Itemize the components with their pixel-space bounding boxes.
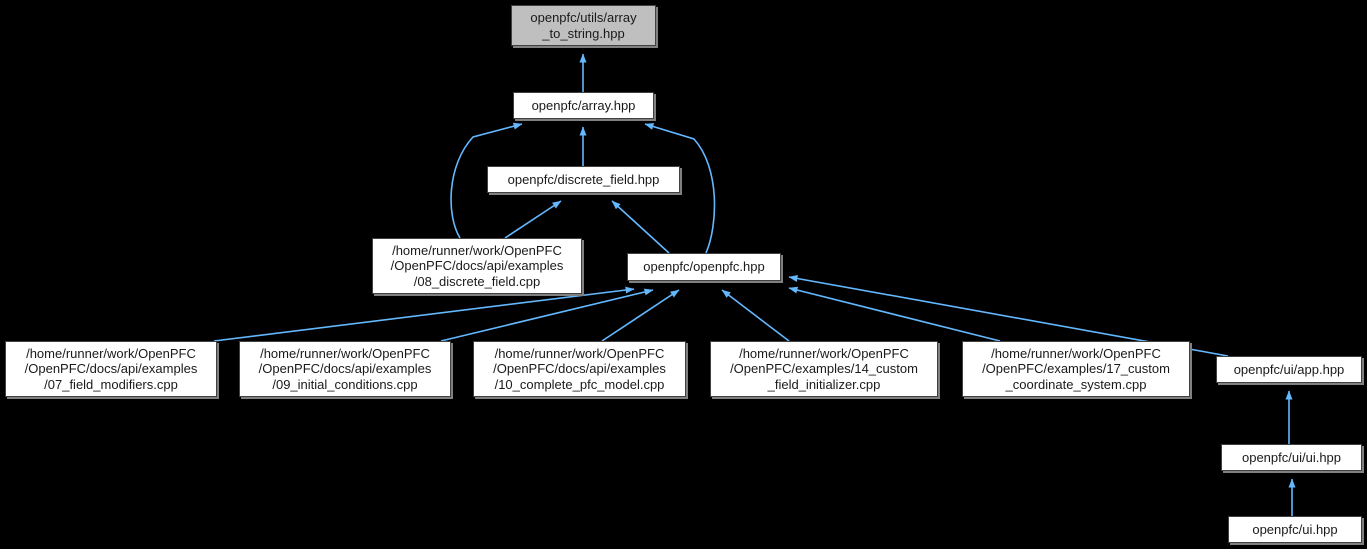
graph-node-openpfc[interactable]: openpfc/openpfc.hpp: [627, 253, 781, 281]
graph-node-label: openpfc/openpfc.hpp: [643, 259, 765, 275]
edge-openpfc-to-array: [644, 123, 716, 254]
graph-node-ex08[interactable]: /home/runner/work/OpenPFC /OpenPFC/docs/…: [372, 238, 582, 294]
edge-ex09-to-openpfc: [440, 288, 654, 342]
graph-node-ui_app[interactable]: openpfc/ui/app.hpp: [1216, 356, 1362, 383]
graph-node-ex10[interactable]: /home/runner/work/OpenPFC /OpenPFC/docs/…: [473, 341, 686, 397]
graph-node-discrete_field[interactable]: openpfc/discrete_field.hpp: [487, 166, 680, 193]
edge-ex08-to-array: [450, 122, 523, 239]
edge-ex07-to-openpfc: [213, 286, 635, 342]
graph-node-label: /home/runner/work/OpenPFC /OpenPFC/examp…: [982, 345, 1170, 392]
graph-node-label: openpfc/ui/ui.hpp: [1241, 449, 1342, 465]
edge-openpfc-to-discrete_field: [611, 200, 670, 254]
graph-node-label: /home/runner/work/OpenPFC /OpenPFC/docs/…: [390, 242, 564, 289]
graph-node-ex17[interactable]: /home/runner/work/OpenPFC /OpenPFC/examp…: [962, 341, 1190, 397]
graph-node-label: openpfc/ui.hpp: [1252, 521, 1338, 537]
edge-ex14-to-openpfc: [721, 289, 790, 342]
graph-node-label: openpfc/array.hpp: [531, 97, 636, 113]
graph-node-label: openpfc/discrete_field.hpp: [507, 171, 660, 187]
graph-node-label: /home/runner/work/OpenPFC /OpenPFC/docs/…: [258, 345, 432, 392]
edge-ex10-to-openpfc: [601, 289, 680, 342]
graph-node-ex07[interactable]: /home/runner/work/OpenPFC /OpenPFC/docs/…: [5, 341, 217, 397]
graph-node-array_to_string[interactable]: openpfc/utils/array _to_string.hpp: [511, 5, 656, 46]
graph-node-ex14[interactable]: /home/runner/work/OpenPFC /OpenPFC/examp…: [710, 341, 938, 397]
graph-node-label: /home/runner/work/OpenPFC /OpenPFC/docs/…: [24, 345, 198, 392]
graph-node-label: openpfc/utils/array _to_string.hpp: [530, 10, 637, 41]
graph-node-ui[interactable]: openpfc/ui.hpp: [1228, 516, 1362, 543]
edge-ex17-to-openpfc: [788, 286, 1001, 342]
graph-node-label: openpfc/ui/app.hpp: [1233, 361, 1345, 377]
edge-ex08-to-discrete_field: [504, 200, 562, 239]
graph-node-label: /home/runner/work/OpenPFC /OpenPFC/examp…: [730, 345, 918, 392]
graph-node-label: /home/runner/work/OpenPFC /OpenPFC/docs/…: [493, 345, 666, 392]
graph-node-array[interactable]: openpfc/array.hpp: [513, 92, 654, 119]
graph-node-ex09[interactable]: /home/runner/work/OpenPFC /OpenPFC/docs/…: [239, 341, 451, 397]
graph-node-ui_ui[interactable]: openpfc/ui/ui.hpp: [1221, 444, 1362, 471]
